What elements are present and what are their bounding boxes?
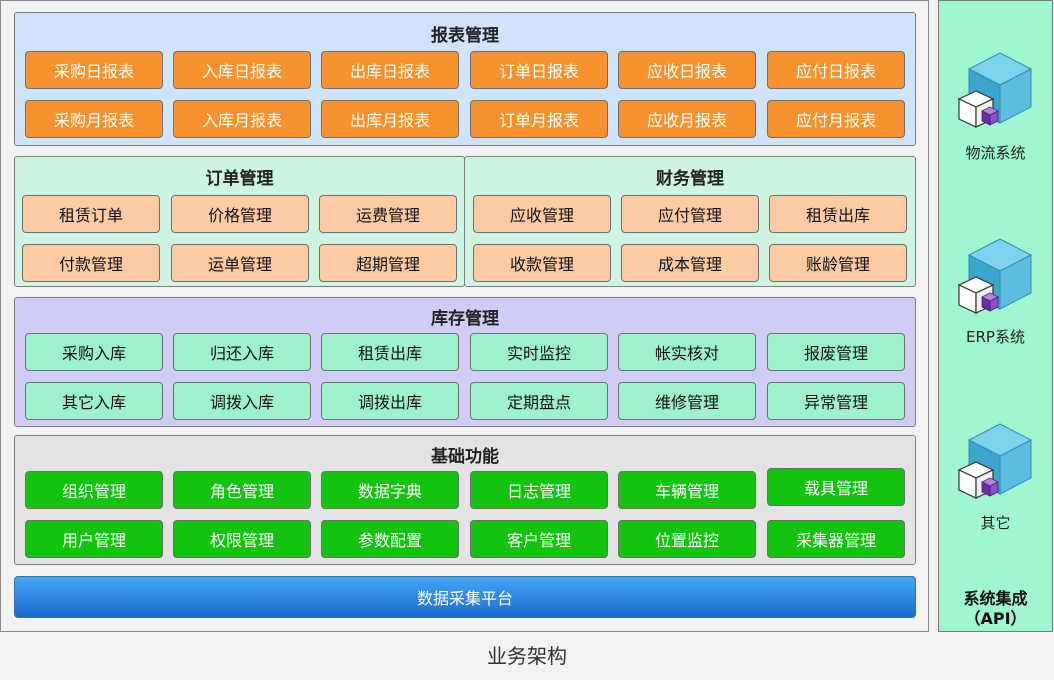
finance-box: 租赁出库 xyxy=(769,195,907,233)
inventory-box: 调拨入库 xyxy=(173,382,311,420)
logistics-system-label: 物流系统 xyxy=(965,144,1026,162)
finance-management-title: 财务管理 xyxy=(656,169,724,189)
basic-box: 车辆管理 xyxy=(618,471,756,509)
basic-box: 数据字典 xyxy=(321,471,459,509)
inventory-box: 采购入库 xyxy=(25,333,163,371)
system-integration-title: 系统集成 （API） xyxy=(939,589,1052,629)
report-box: 订单月报表 xyxy=(470,100,608,138)
basic-box: 参数配置 xyxy=(321,520,459,558)
basic-box: 位置监控 xyxy=(618,520,756,558)
report-box: 采购日报表 xyxy=(25,51,163,89)
system-integration-title-line2: （API） xyxy=(964,609,1027,628)
finance-box: 账龄管理 xyxy=(769,244,907,282)
inventory-management-section: 库存管理 采购入库 归还入库 租赁出库 实时监控 帐实核对 报废管理 其它入库 … xyxy=(14,297,916,427)
diagram-caption: 业务架构 xyxy=(487,644,567,668)
inventory-box: 维修管理 xyxy=(618,382,756,420)
order-box: 运单管理 xyxy=(171,244,309,282)
inventory-box: 租赁出库 xyxy=(321,333,459,371)
inventory-box: 调拨出库 xyxy=(321,382,459,420)
inventory-box: 其它入库 xyxy=(25,382,163,420)
report-box: 采购月报表 xyxy=(25,100,163,138)
basic-box: 采集器管理 xyxy=(767,520,905,558)
inventory-box: 定期盘点 xyxy=(470,382,608,420)
report-box: 应收日报表 xyxy=(618,51,756,89)
report-box: 入库月报表 xyxy=(173,100,311,138)
finance-box: 收款管理 xyxy=(473,244,611,282)
report-management-title: 报表管理 xyxy=(431,26,499,46)
system-integration-title-line1: 系统集成 xyxy=(963,589,1028,608)
inventory-box: 归还入库 xyxy=(173,333,311,371)
basic-box: 日志管理 xyxy=(470,471,608,509)
basic-box: 用户管理 xyxy=(25,520,163,558)
cube-icon xyxy=(957,52,1033,128)
report-box: 应付月报表 xyxy=(767,100,905,138)
system-integration-panel: 物流系统 ERP系统 其它 系统集成 （API） xyxy=(938,0,1053,632)
inventory-box: 帐实核对 xyxy=(618,333,756,371)
other-system-label: 其它 xyxy=(980,514,1011,532)
basic-box: 客户管理 xyxy=(470,520,608,558)
report-management-section: 报表管理 采购日报表 入库日报表 出库日报表 订单日报表 应收日报表 应付日报表… xyxy=(14,12,916,146)
basic-functions-section: 基础功能 组织管理 角色管理 数据字典 日志管理 车辆管理 载具管理 用户管理 … xyxy=(14,435,916,565)
inventory-box: 异常管理 xyxy=(767,382,905,420)
report-box: 入库日报表 xyxy=(173,51,311,89)
finance-box: 应付管理 xyxy=(621,195,759,233)
inventory-box: 实时监控 xyxy=(470,333,608,371)
report-box: 订单日报表 xyxy=(470,51,608,89)
data-collection-platform: 数据采集平台 xyxy=(14,576,916,618)
basic-box: 载具管理 xyxy=(767,468,905,506)
inventory-box: 报废管理 xyxy=(767,333,905,371)
order-management-section: 订单管理 租赁订单 价格管理 运费管理 付款管理 运单管理 超期管理 xyxy=(14,156,465,287)
order-box: 运费管理 xyxy=(319,195,457,233)
order-management-title: 订单管理 xyxy=(205,169,274,189)
order-box: 价格管理 xyxy=(171,195,309,233)
basic-functions-title: 基础功能 xyxy=(431,447,499,467)
finance-management-section: 财务管理 应收管理 应付管理 租赁出库 收款管理 成本管理 账龄管理 xyxy=(464,156,916,287)
basic-box: 权限管理 xyxy=(173,520,311,558)
report-box: 出库日报表 xyxy=(321,51,459,89)
order-box: 付款管理 xyxy=(22,244,160,282)
cube-icon xyxy=(957,423,1033,499)
order-box: 租赁订单 xyxy=(22,195,160,233)
order-box: 超期管理 xyxy=(319,244,457,282)
basic-box: 角色管理 xyxy=(173,471,311,509)
finance-box: 成本管理 xyxy=(621,244,759,282)
basic-box: 组织管理 xyxy=(25,471,163,509)
inventory-management-title: 库存管理 xyxy=(431,309,499,329)
report-box: 应付日报表 xyxy=(767,51,905,89)
finance-box: 应收管理 xyxy=(473,195,611,233)
report-box: 出库月报表 xyxy=(321,100,459,138)
erp-system-label: ERP系统 xyxy=(966,328,1025,346)
cube-icon xyxy=(957,238,1033,314)
report-box: 应收月报表 xyxy=(618,100,756,138)
